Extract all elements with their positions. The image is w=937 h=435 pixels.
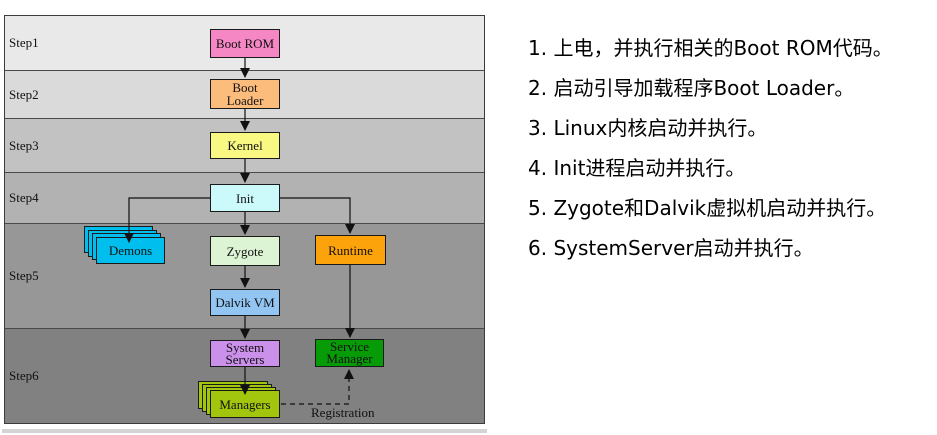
note-line-6: 6. SystemServer启动并执行。 xyxy=(528,236,814,260)
step-label-1: Step1 xyxy=(9,35,39,50)
step-label-3: Step3 xyxy=(9,137,39,153)
step-band-2: Step2 xyxy=(5,70,484,118)
step-label-2: Step2 xyxy=(9,86,39,102)
note-line-3: 3. Linux内核启动并执行。 xyxy=(528,116,768,140)
step-band-1: Step1 xyxy=(5,16,484,70)
step-label-6: Step6 xyxy=(9,368,39,383)
note-line-1: 1. 上电，并执行相关的Boot ROM代码。 xyxy=(528,36,893,60)
step-band-6: Step6 xyxy=(5,328,484,423)
boot-sequence-diagram: Step1 Step2 Step3 Step4 Step5 Step6 Boot… xyxy=(4,15,485,424)
step-band-3: Step3 xyxy=(5,118,484,172)
note-line-2: 2. 启动引导加载程序Boot Loader。 xyxy=(528,76,855,100)
step-label-4: Step4 xyxy=(9,190,39,205)
note-line-5: 5. Zygote和Dalvik虚拟机启动并执行。 xyxy=(528,196,887,220)
step-band-5: Step5 xyxy=(5,223,484,328)
note-line-4: 4. Init进程启动并执行。 xyxy=(528,156,746,180)
step-label-5: Step5 xyxy=(9,268,39,283)
boot-steps-notes: 1. 上电，并执行相关的Boot ROM代码。 2. 启动引导加载程序Boot … xyxy=(528,28,933,268)
step-band-4: Step4 xyxy=(5,172,484,223)
bottom-shadow-strip xyxy=(2,429,487,433)
